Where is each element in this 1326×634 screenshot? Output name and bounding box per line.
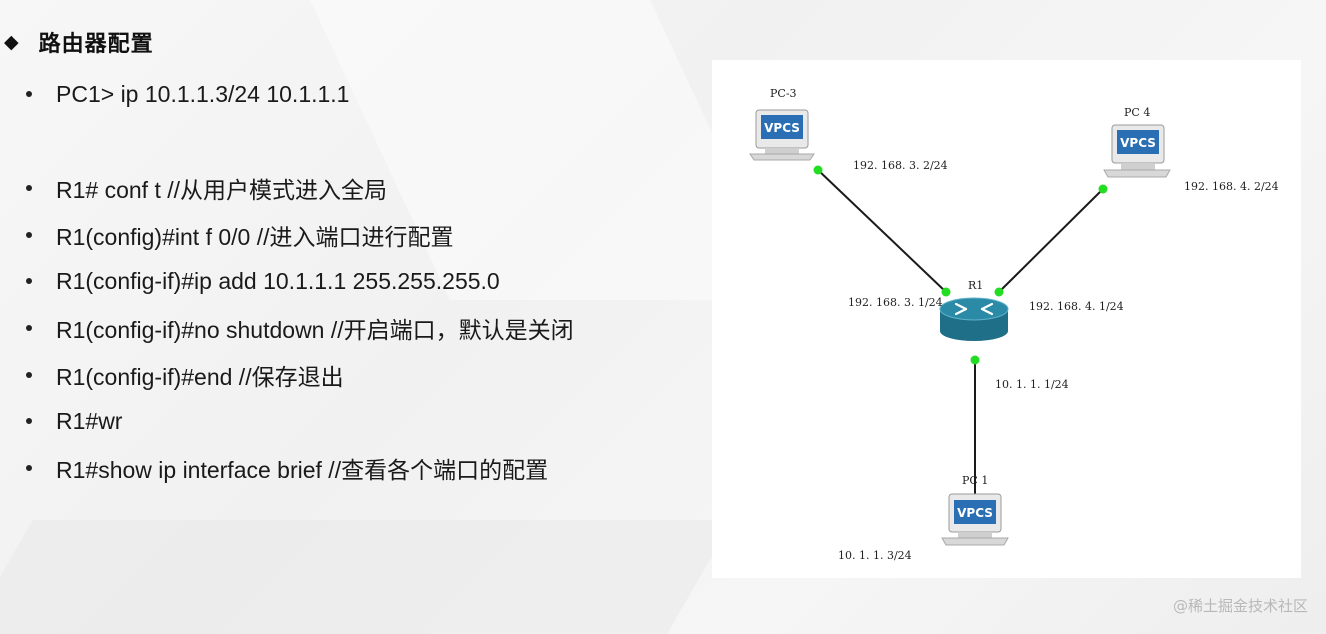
pc1-node[interactable]: VPCS PC 1 xyxy=(941,474,1009,546)
background-facet xyxy=(0,520,733,634)
bullet-dot-icon xyxy=(26,278,32,284)
list-item: R1(config-if)#end //保存退出 xyxy=(26,359,344,391)
network-topology-diagram: PC-3 VPCS 192. 168. 3. 2/24 PC 4 VPCS 19… xyxy=(712,60,1301,578)
slide-title-text: 路由器配置 xyxy=(38,32,154,57)
port-status-icon xyxy=(1098,184,1108,194)
list-item: PC1> ip 10.1.1.3/24 10.1.1.1 xyxy=(26,78,349,110)
r1-port-pc1-label: 10. 1. 1. 1/24 xyxy=(995,378,1069,391)
list-item: R1#show ip interface brief //查看各个端口的配置 xyxy=(26,452,548,484)
bullet-dot-icon xyxy=(26,418,32,424)
r1-port-pc3-label: 192. 168. 3. 1/24 xyxy=(848,296,943,309)
vpcs-badge-icon xyxy=(761,115,803,139)
command-text: R1#show ip interface brief //查看各个端口的配置 xyxy=(56,457,549,483)
pc1-name-label: PC 1 xyxy=(962,474,988,487)
pc3-badge-text: VPCS xyxy=(764,121,800,135)
router-r1-node[interactable]: R1 xyxy=(939,279,1009,341)
pc4-node[interactable]: PC 4 VPCS xyxy=(1103,106,1171,178)
bullet-dot-icon xyxy=(26,91,32,97)
pc3-name-label: PC-3 xyxy=(770,87,797,100)
pc1-ip-label: 10. 1. 1. 3/24 xyxy=(838,549,912,562)
list-item: R1#wr xyxy=(26,405,122,437)
pc3-node[interactable]: PC-3 VPCS xyxy=(749,87,815,161)
r1-name-label: R1 xyxy=(968,279,983,292)
list-item: R1# conf t //从用户模式进入全局 xyxy=(26,172,387,204)
command-text: R1(config-if)#ip add 10.1.1.1 255.255.25… xyxy=(56,267,500,294)
port-status-icon xyxy=(970,355,980,365)
vpcs-badge-icon xyxy=(954,500,996,524)
port-status-icon xyxy=(813,165,823,175)
port-status-icon xyxy=(941,287,951,297)
bullet-dot-icon xyxy=(26,372,32,378)
slide-title: ◆ 路由器配置 xyxy=(4,26,154,58)
pc4-badge-text: VPCS xyxy=(1120,136,1156,150)
vpcs-badge-icon xyxy=(1117,130,1159,154)
diamond-bullet-icon: ◆ xyxy=(4,31,19,53)
command-text: R1(config)#int f 0/0 //进入端口进行配置 xyxy=(56,224,454,250)
command-text: R1#wr xyxy=(56,407,123,434)
r1-port-pc4-label: 192. 168. 4. 1/24 xyxy=(1029,300,1124,313)
bullet-dot-icon xyxy=(26,465,32,471)
list-item: R1(config-if)#ip add 10.1.1.1 255.255.25… xyxy=(26,265,500,297)
pc4-ip-label: 192. 168. 4. 2/24 xyxy=(1184,180,1279,193)
bullet-dot-icon xyxy=(26,185,32,191)
link-pc3-r1 xyxy=(817,169,947,293)
bullet-dot-icon xyxy=(26,325,32,331)
watermark: @稀土掘金技术社区 xyxy=(1172,597,1308,615)
command-text: R1(config-if)#no shutdown //开启端口，默认是关闭 xyxy=(56,317,574,343)
list-item: R1(config)#int f 0/0 //进入端口进行配置 xyxy=(26,219,454,251)
pc1-badge-text: VPCS xyxy=(957,506,993,520)
router-arrows-icon xyxy=(954,302,994,316)
list-item: R1(config-if)#no shutdown //开启端口，默认是关闭 xyxy=(26,312,574,344)
command-text: R1# conf t //从用户模式进入全局 xyxy=(56,177,388,203)
link-pc4-r1 xyxy=(998,188,1104,293)
command-text: PC1> ip 10.1.1.3/24 10.1.1.1 xyxy=(56,80,350,107)
pc4-name-label: PC 4 xyxy=(1124,106,1150,119)
bullet-dot-icon xyxy=(26,232,32,238)
topology-canvas: PC-3 VPCS 192. 168. 3. 2/24 PC 4 VPCS 19… xyxy=(749,87,1279,562)
pc3-ip-label: 192. 168. 3. 2/24 xyxy=(853,159,948,172)
port-status-icon xyxy=(994,287,1004,297)
command-text: R1(config-if)#end //保存退出 xyxy=(56,364,344,390)
